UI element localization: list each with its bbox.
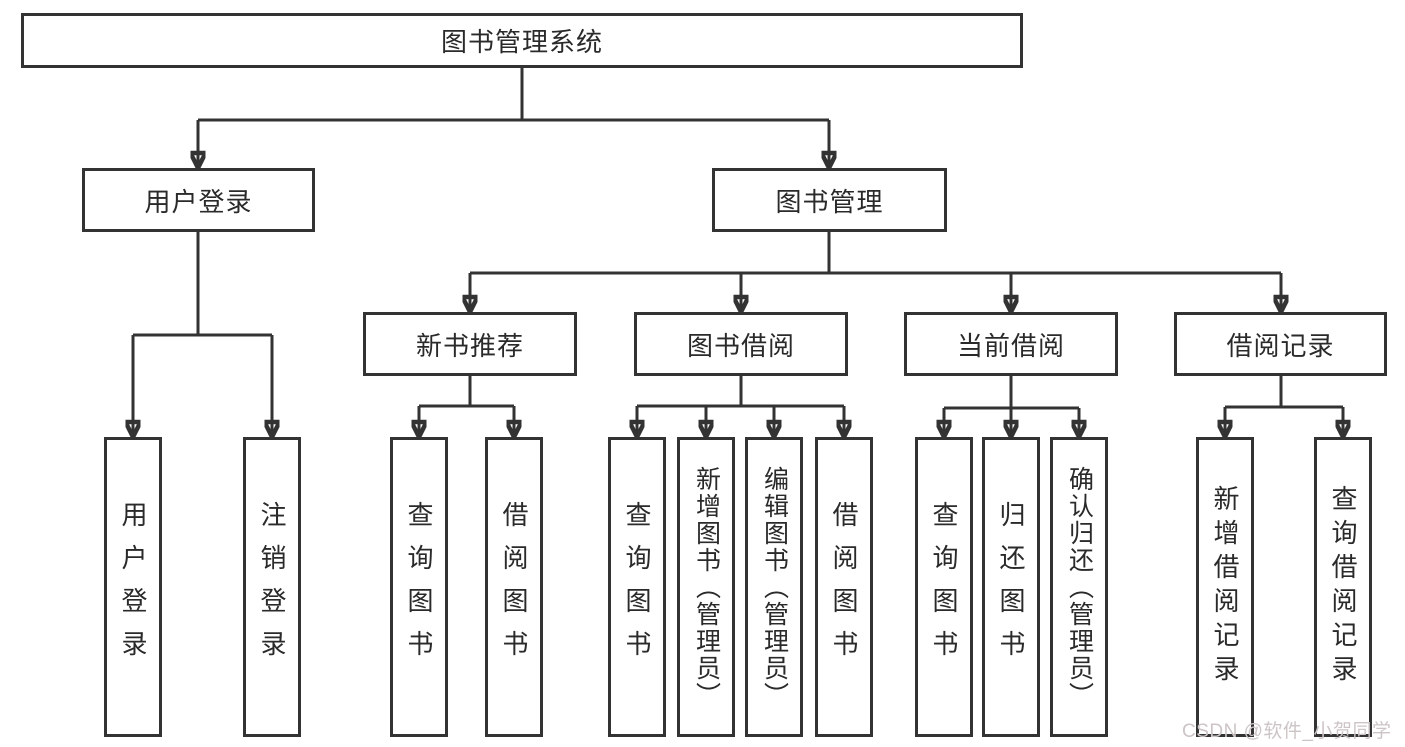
node-label: 查询图书: [404, 501, 434, 673]
connector-user-login-to-children: [133, 232, 272, 437]
node-label: 注销登录: [257, 501, 287, 673]
node-current-borrowing: 当前借阅: [904, 312, 1118, 376]
node-label: 新增图书（管理员）: [692, 465, 721, 709]
node-label: 当前借阅: [956, 330, 1065, 361]
node-label: 借阅图书: [499, 501, 529, 673]
node-label: 编辑图书（管理员）: [760, 465, 789, 709]
node-label: 查询借阅记录: [1328, 485, 1358, 689]
node-label: 确认归还（管理员）: [1065, 465, 1094, 709]
node-label: 图书管理系统: [440, 27, 603, 57]
node-label: 用户登录: [118, 501, 148, 673]
node-query-books-recommend: 查询图书: [390, 437, 448, 737]
node-logout: 注销登录: [243, 437, 301, 737]
node-label: 新书推荐: [415, 330, 524, 361]
node-label: 借阅图书: [829, 501, 859, 673]
node-new-book-recommend: 新书推荐: [363, 312, 577, 376]
node-label: 新增借阅记录: [1210, 485, 1240, 689]
connector-new-book-rec-to-children: [419, 376, 514, 437]
connector-book-mgmt-to-level3: [470, 232, 1281, 312]
node-return-books: 归还图书: [982, 437, 1040, 737]
node-add-books-admin: 新增图书（管理员）: [677, 437, 735, 737]
node-borrow-books: 借阅图书: [815, 437, 873, 737]
node-label: 图书借阅: [686, 330, 795, 361]
node-confirm-return-admin: 确认归还（管理员）: [1050, 437, 1108, 737]
node-label: 借阅记录: [1226, 330, 1335, 361]
node-label: 图书管理: [775, 186, 884, 217]
node-query-books-borrowing: 查询图书: [608, 437, 666, 737]
node-book-management-module: 图书管理: [712, 168, 947, 232]
node-book-borrowing: 图书借阅: [634, 312, 848, 376]
node-add-borrow-record: 新增借阅记录: [1196, 437, 1254, 737]
node-label: 查询图书: [622, 501, 652, 673]
node-label: 用户登录: [144, 186, 253, 217]
node-user-login-module: 用户登录: [82, 168, 315, 232]
connector-current-borrow-to-children: [944, 376, 1079, 437]
node-query-books-current: 查询图书: [915, 437, 973, 737]
connector-borrow-records-to-children: [1225, 376, 1343, 437]
node-borrow-records: 借阅记录: [1174, 312, 1387, 376]
connector-root-to-level2: [198, 68, 829, 168]
node-query-borrow-record: 查询借阅记录: [1314, 437, 1372, 737]
node-label: 查询图书: [929, 501, 959, 673]
node-user-login: 用户登录: [104, 437, 162, 737]
node-label: 归还图书: [996, 501, 1026, 673]
node-system-root: 图书管理系统: [21, 13, 1023, 68]
connector-book-borrow-to-children: [637, 376, 844, 437]
csdn-watermark: CSDN @软件_小贺同学: [1182, 721, 1392, 742]
node-borrow-books-recommend: 借阅图书: [485, 437, 543, 737]
node-edit-books-admin: 编辑图书（管理员）: [745, 437, 803, 737]
